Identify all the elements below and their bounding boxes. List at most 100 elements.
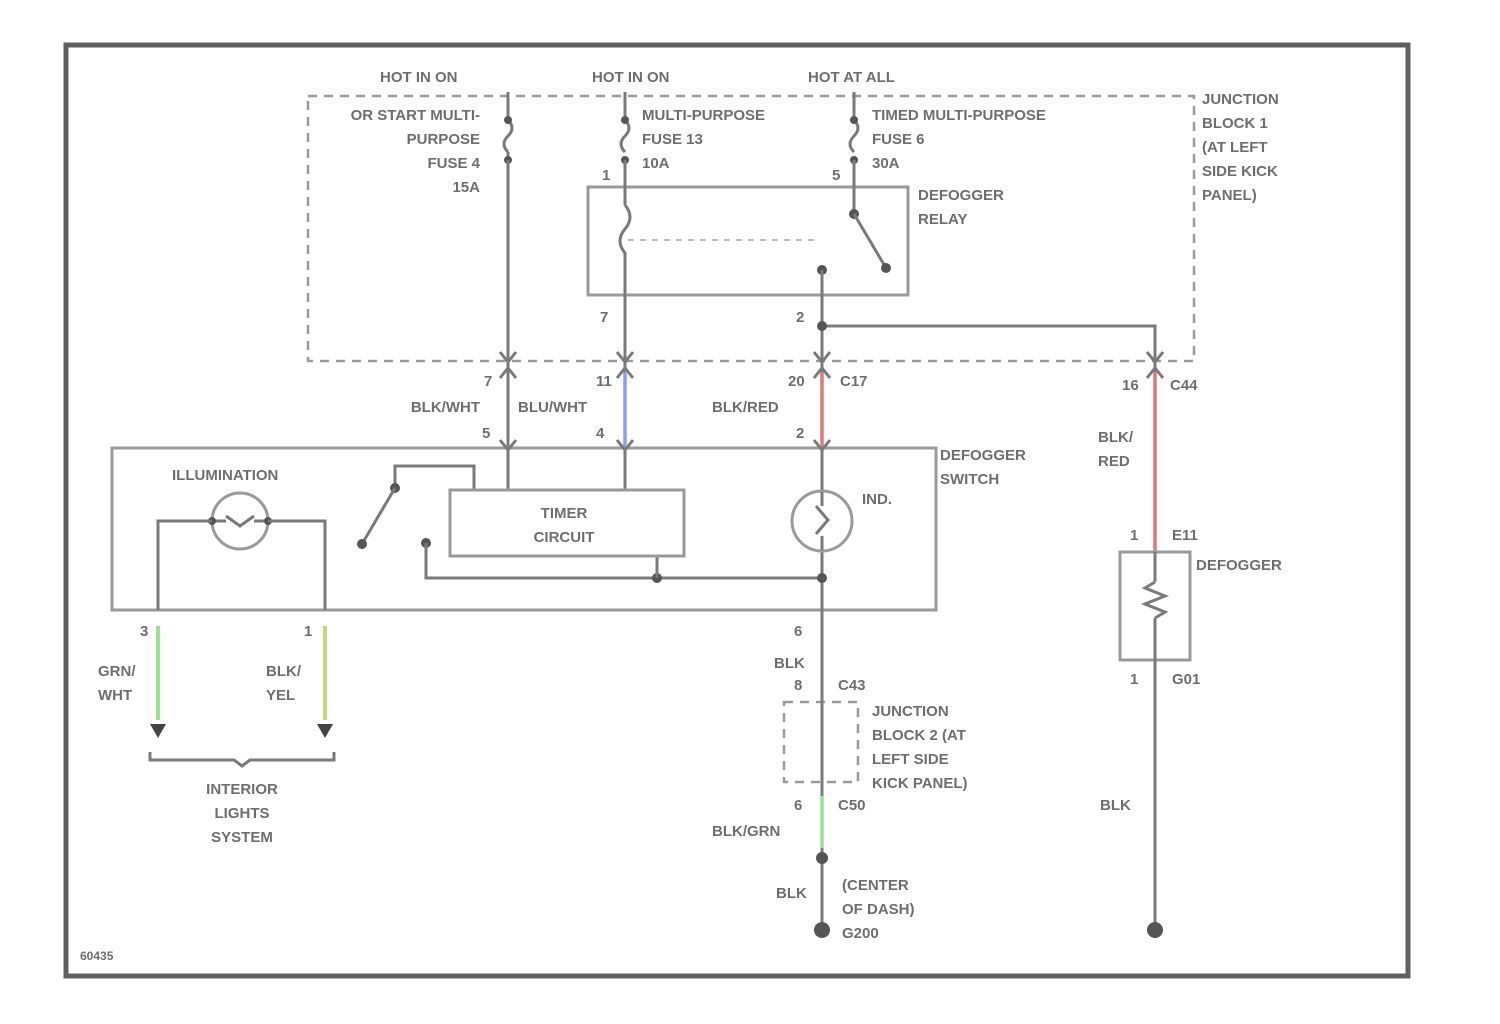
svg-text:30A: 30A [872,155,900,172]
fuse-6-symbol [850,92,858,164]
svg-text:TIMER: TIMER [541,505,588,522]
jb2-pin-6: 6 [794,797,802,814]
c17-label: C17 [840,373,868,390]
svg-text:PURPOSE: PURPOSE [407,131,480,148]
defogger-heater-icon [1145,552,1165,660]
wire-relay-to-defogger [822,326,1155,372]
fuse-4-symbol [504,92,512,164]
defogger-pin-1-top: 1 [1130,527,1138,544]
wire-label-blk-yel: BLK/ YEL [266,663,302,704]
svg-text:BLOCK 2 (AT: BLOCK 2 (AT [872,727,966,744]
svg-text:SWITCH: SWITCH [940,471,999,488]
svg-text:DEFOGGER: DEFOGGER [918,187,1004,204]
wire-label-grn-wht: GRN/ WHT [98,663,136,704]
svg-text:GRN/: GRN/ [98,663,136,680]
svg-text:PANEL): PANEL) [1202,187,1257,204]
junction-block-2-label: JUNCTION BLOCK 2 (AT LEFT SIDE KICK PANE… [872,703,968,792]
relay-coil [620,160,820,293]
illumination-bulb-icon [208,493,272,549]
connector-c17 [500,352,830,378]
indicator-bulb-icon [792,491,852,551]
svg-text:WHT: WHT [98,687,132,704]
svg-text:RED: RED [1098,453,1130,470]
switch-pin-6: 6 [794,623,802,640]
defogger-relay-label: DEFOGGER RELAY [918,187,1004,228]
c17-pin-11: 11 [596,373,612,390]
wire-label-blk-wht: BLK/WHT [411,399,480,416]
svg-text:DEFOGGER: DEFOGGER [940,447,1026,464]
junction-block-1-label: JUNCTION BLOCK 1 (AT LEFT SIDE KICK PANE… [1202,91,1279,204]
switch-pin-3: 3 [140,623,148,640]
ind-splice [817,573,827,583]
svg-text:CIRCUIT: CIRCUIT [534,529,595,546]
interior-lights-brace [150,752,334,766]
c17-pin-7: 7 [484,373,492,390]
defogger-ground-icon [1147,922,1163,938]
arrow-down-icon [150,724,333,738]
svg-text:SYSTEM: SYSTEM [211,829,273,846]
svg-text:FUSE 4: FUSE 4 [427,155,480,172]
defogger-switch-label: DEFOGGER SWITCH [940,447,1026,488]
switch-pin-5: 5 [482,425,490,442]
fuse-13-symbol [621,92,629,164]
ind-label: IND. [862,491,892,508]
switch-pin-2: 2 [796,425,804,442]
ground-g200-icon [814,922,830,938]
svg-text:RELAY: RELAY [918,211,967,228]
svg-text:MULTI-PURPOSE: MULTI-PURPOSE [642,107,765,124]
svg-text:BLK/: BLK/ [1098,429,1134,446]
hot-label-1: HOT IN ON [380,69,458,86]
fuse-6-label: TIMED MULTI-PURPOSE FUSE 6 30A [872,107,1046,172]
defogger-label: DEFOGGER [1196,557,1282,574]
relay-pin-7: 7 [600,309,608,326]
switch-pin-4: 4 [596,425,605,442]
fuse-13-label: MULTI-PURPOSE FUSE 13 10A [642,107,765,172]
fuse-4-label: OR START MULTI- PURPOSE FUSE 4 15A [351,107,481,196]
svg-text:JUNCTION: JUNCTION [1202,91,1279,108]
svg-text:G200: G200 [842,925,879,942]
svg-text:(AT LEFT: (AT LEFT [1202,139,1268,156]
hot-label-3: HOT AT ALL [808,69,895,86]
wire-label-blk-red: BLK/RED [712,399,779,416]
svg-text:FUSE 6: FUSE 6 [872,131,925,148]
svg-text:OF DASH): OF DASH) [842,901,915,918]
svg-text:LIGHTS: LIGHTS [215,805,270,822]
ground-g200-label: (CENTER OF DASH) G200 [842,877,915,942]
timer-circuit [450,490,684,556]
c44-label: C44 [1170,377,1198,394]
svg-text:LEFT SIDE: LEFT SIDE [872,751,949,768]
relay-pin-2: 2 [796,309,804,326]
svg-text:JUNCTION: JUNCTION [872,703,949,720]
wire-label-blu-wht: BLU/WHT [518,399,587,416]
wire-label-blk-red-right: BLK/ RED [1098,429,1134,470]
ground-splice [816,852,828,864]
svg-text:FUSE 13: FUSE 13 [642,131,703,148]
c43-label: C43 [838,677,866,694]
svg-text:10A: 10A [642,155,670,172]
svg-text:INTERIOR: INTERIOR [206,781,278,798]
wire-label-blk-ground: BLK [776,885,807,902]
svg-text:OR START MULTI-: OR START MULTI- [351,107,480,124]
hot-label-2: HOT IN ON [592,69,670,86]
svg-text:BLK/: BLK/ [266,663,302,680]
defogger-g01-label: G01 [1172,671,1200,688]
c44-pin-16: 16 [1122,377,1139,394]
wire-label-blk-grn: BLK/GRN [712,823,780,840]
defogger-pin-1-bottom: 1 [1130,671,1138,688]
c17-pin-20: 20 [788,373,805,390]
svg-text:YEL: YEL [266,687,295,704]
wire-label-blk-right: BLK [1100,797,1131,814]
defogger-e11-label: E11 [1172,527,1198,544]
svg-text:15A: 15A [452,179,480,196]
interior-lights-label: INTERIOR LIGHTS SYSTEM [206,781,278,846]
wire-label-blk-lower: BLK [774,655,805,672]
c50-label: C50 [838,797,866,814]
svg-text:BLOCK 1: BLOCK 1 [1202,115,1268,132]
svg-text:(CENTER: (CENTER [842,877,909,894]
switch-contacts [357,466,822,583]
relay-pin-1: 1 [602,167,610,184]
svg-text:TIMED MULTI-PURPOSE: TIMED MULTI-PURPOSE [872,107,1046,124]
figure-id: 60435 [80,949,114,963]
timer-circuit-label: TIMER CIRCUIT [534,505,595,546]
